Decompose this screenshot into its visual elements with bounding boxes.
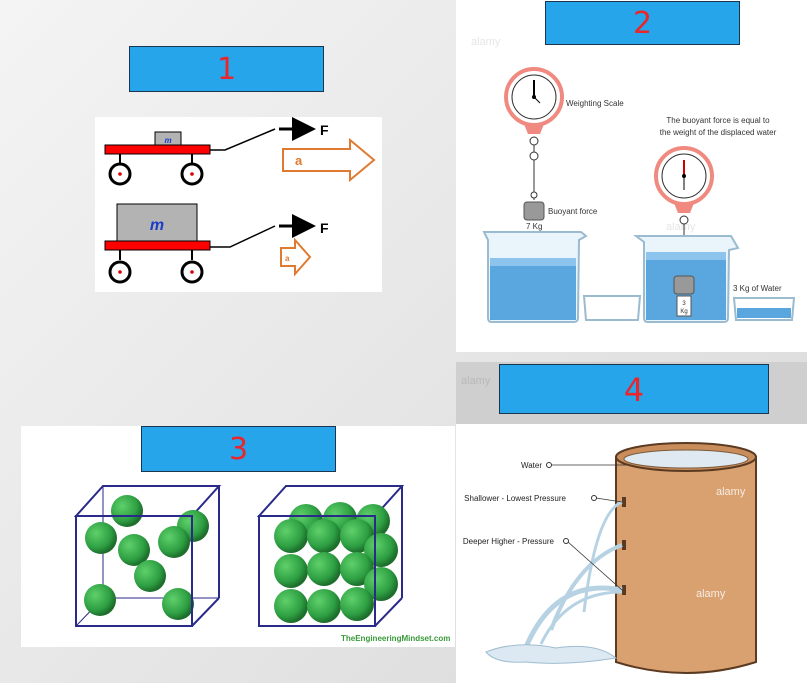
- panel-4-number-box: 4: [499, 364, 769, 414]
- accel-label-bottom: a: [285, 254, 290, 263]
- cart-top-bed: [104, 144, 211, 155]
- weight-label: 7 Kg: [526, 222, 542, 231]
- pressure-svg: alamy alamy alamy Water Shallower - Lowe…: [461, 375, 757, 674]
- beaker-right: 3 Kg: [633, 235, 740, 323]
- panel-3-number: 3: [228, 432, 249, 467]
- watermark: alamy: [696, 588, 726, 600]
- label-water: Water: [521, 461, 542, 470]
- panel-3-particles-diagram: TheEngineeringMindset.com: [21, 426, 455, 647]
- block-label-1: 3: [682, 301, 686, 307]
- accel-arrow-small: [280, 237, 312, 277]
- panel-4-number: 4: [623, 371, 645, 409]
- scale-label: Weighting Scale: [566, 99, 624, 108]
- displaced-water-label: 3 Kg of Water: [733, 284, 782, 293]
- weighting-scale-left: [504, 67, 564, 221]
- beaker-left: [482, 231, 588, 323]
- buoyant-force-label: Buoyant force: [548, 207, 598, 216]
- watermark: alamy: [666, 221, 696, 233]
- carts-svg: m F a m F: [104, 117, 376, 284]
- watermark: alamy: [471, 36, 501, 48]
- note-line-1: The buoyant force is equal to: [666, 116, 770, 125]
- watermark: alamy: [461, 375, 491, 387]
- cart-bottom-bed: [104, 240, 211, 251]
- block-label-2: Kg: [680, 309, 687, 315]
- weighting-scale-right: [654, 146, 714, 272]
- force-label-top: F: [320, 122, 329, 138]
- site-credit: TheEngineeringMindset.com: [341, 634, 451, 643]
- panel-1-number: 1: [216, 52, 237, 87]
- large-mass-label: m: [150, 217, 164, 234]
- accel-arrow-large: [282, 137, 376, 183]
- large-mass-block: [116, 203, 198, 242]
- panel-2-number-box: 2: [545, 1, 740, 45]
- accel-label-top: a: [295, 153, 303, 168]
- panel-1-number-box: 1: [129, 46, 324, 92]
- small-mass-label: m: [164, 136, 171, 145]
- panel-2-buoyancy-diagram: alamy alamy Weighting Scale Buoyant forc…: [456, 0, 807, 352]
- label-deep: Deeper Higher - Pressure: [463, 537, 555, 546]
- watermark: alamy: [716, 486, 746, 498]
- force-label-bottom: F: [320, 220, 329, 236]
- note-line-2: the weight of the displaced water: [660, 128, 777, 137]
- buoyancy-svg: alamy alamy Weighting Scale Buoyant forc…: [471, 36, 796, 323]
- water-puddle: [485, 644, 618, 664]
- panel-1-carts-diagram: m F a m F: [95, 117, 382, 292]
- label-shallow: Shallower - Lowest Pressure: [464, 494, 566, 503]
- small-mass-cart: m F a: [104, 117, 376, 186]
- water-tank: [615, 442, 757, 674]
- dense-particle-cube: [256, 485, 405, 627]
- particles-svg: [73, 485, 405, 627]
- overflow-dish-right: [732, 297, 796, 321]
- panel-3-number-box: 3: [141, 426, 336, 472]
- water-jets: [523, 500, 623, 648]
- sparse-particle-cube: [73, 485, 222, 627]
- large-mass-cart: m F a: [104, 203, 329, 284]
- overflow-dish-left: [582, 295, 642, 321]
- panel-2-number: 2: [632, 6, 653, 41]
